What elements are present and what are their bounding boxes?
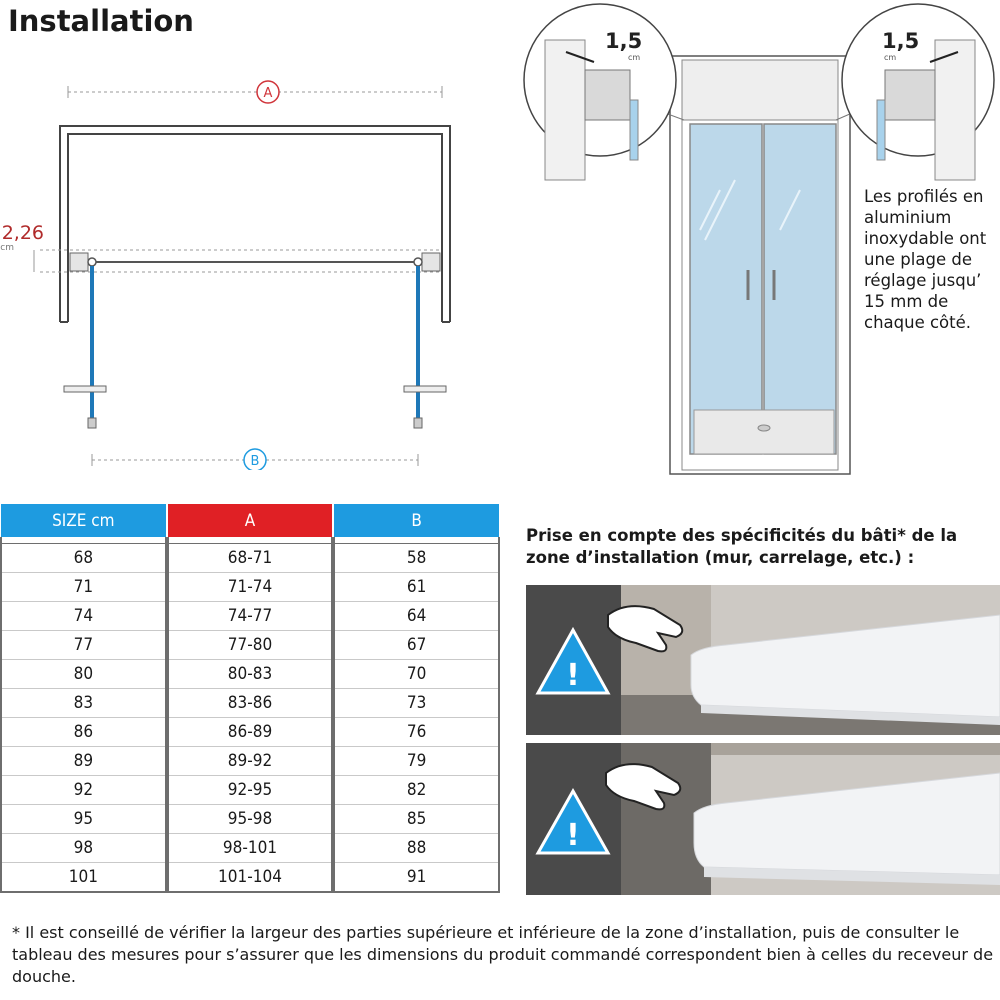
profile-note-line: 15 mm de (864, 292, 949, 311)
a-range-cell: 95-98 (166, 804, 334, 834)
profile-note-line: réglage jusqu’ (864, 271, 982, 290)
b-value-cell: 67 (333, 630, 500, 660)
a-range-cell: 74-77 (166, 601, 334, 631)
b-value-cell: 73 (333, 688, 500, 718)
b-value-cell: 70 (333, 659, 500, 689)
dimension-a: A (67, 80, 443, 104)
size-cell: 74 (0, 601, 167, 631)
page-title: Installation (8, 4, 194, 38)
b-value-cell: 82 (333, 775, 500, 805)
size-cell: 98 (0, 833, 167, 863)
door-illustration: 1,5 cm 1,5 cm (523, 3, 995, 475)
profile-note-line: aluminium (864, 208, 952, 227)
size-cell: 83 (0, 688, 167, 718)
warning-symbol: ! (566, 658, 580, 693)
size-cell: 89 (0, 746, 167, 776)
size-cell: 80 (0, 659, 167, 689)
a-range-cell: 83-86 (166, 688, 334, 718)
header-a: A (167, 504, 333, 537)
wall-fit-photo-1: ! (526, 585, 1000, 735)
b-value-cell: 64 (333, 601, 500, 631)
warning-triangle-icon (535, 626, 611, 695)
warning-symbol: ! (566, 818, 580, 853)
header-size: SIZE cm (1, 504, 166, 537)
dimension-b: B (91, 448, 419, 470)
offset-unit: cm (0, 243, 14, 253)
profile-value-left: 1,5 (605, 29, 642, 53)
size-cell: 68 (0, 543, 167, 573)
profile-detail-right: 1,5 cm (835, 3, 995, 181)
a-range-cell: 80-83 (166, 659, 334, 689)
a-range-cell: 71-74 (166, 572, 334, 602)
size-cell: 101 (0, 862, 167, 893)
profile-note-line: Les profilés en (864, 187, 984, 206)
header-b: B (334, 504, 499, 537)
profile-note: Les profilés en aluminium inoxydable ont… (864, 186, 1000, 333)
b-value-cell: 88 (333, 833, 500, 863)
dimension-b-label: B (251, 454, 260, 469)
pointing-hand-icon (607, 605, 684, 653)
plan-view-drawing: A 2,26 cm B (0, 80, 451, 470)
b-value-cell: 85 (333, 804, 500, 834)
wall-outline (59, 125, 451, 323)
a-range-cell: 68-71 (166, 543, 334, 573)
a-range-cell: 77-80 (166, 630, 334, 660)
door-track (69, 252, 441, 272)
a-range-cell: 89-92 (166, 746, 334, 776)
profile-note-line: chaque côté. (864, 313, 972, 332)
b-value-cell: 91 (333, 862, 500, 893)
a-range-cell: 86-89 (166, 717, 334, 747)
profile-detail-left: 1,5 cm (523, 3, 685, 181)
a-range-cell: 101-104 (166, 862, 334, 893)
size-cell: 77 (0, 630, 167, 660)
door-leaves (63, 266, 447, 429)
size-cell: 92 (0, 775, 167, 805)
profile-note-line: inoxydable ont (864, 229, 987, 248)
b-value-cell: 79 (333, 746, 500, 776)
profile-value-right: 1,5 (882, 29, 919, 53)
offset-value: 2,26 (2, 222, 44, 244)
pointing-hand-icon (605, 763, 682, 811)
size-cell: 95 (0, 804, 167, 834)
a-range-cell: 92-95 (166, 775, 334, 805)
b-value-cell: 61 (333, 572, 500, 602)
profile-unit-right: cm (884, 53, 896, 62)
spec-heading: Prise en compte des spécificités du bâti… (526, 526, 958, 567)
footnote: * Il est conseillé de vérifier la largeu… (12, 923, 994, 986)
size-cell: 71 (0, 572, 167, 602)
b-value-cell: 58 (333, 543, 500, 573)
dimension-a-label: A (264, 86, 273, 101)
a-range-cell: 98-101 (166, 833, 334, 863)
profile-unit-left: cm (628, 53, 640, 62)
shower-enclosure (669, 55, 851, 475)
wall-fit-photo-2: ! (526, 743, 1000, 895)
warning-triangle-icon (535, 787, 611, 855)
size-cell: 86 (0, 717, 167, 747)
profile-note-line: une plage de (864, 250, 972, 269)
b-value-cell: 76 (333, 717, 500, 747)
